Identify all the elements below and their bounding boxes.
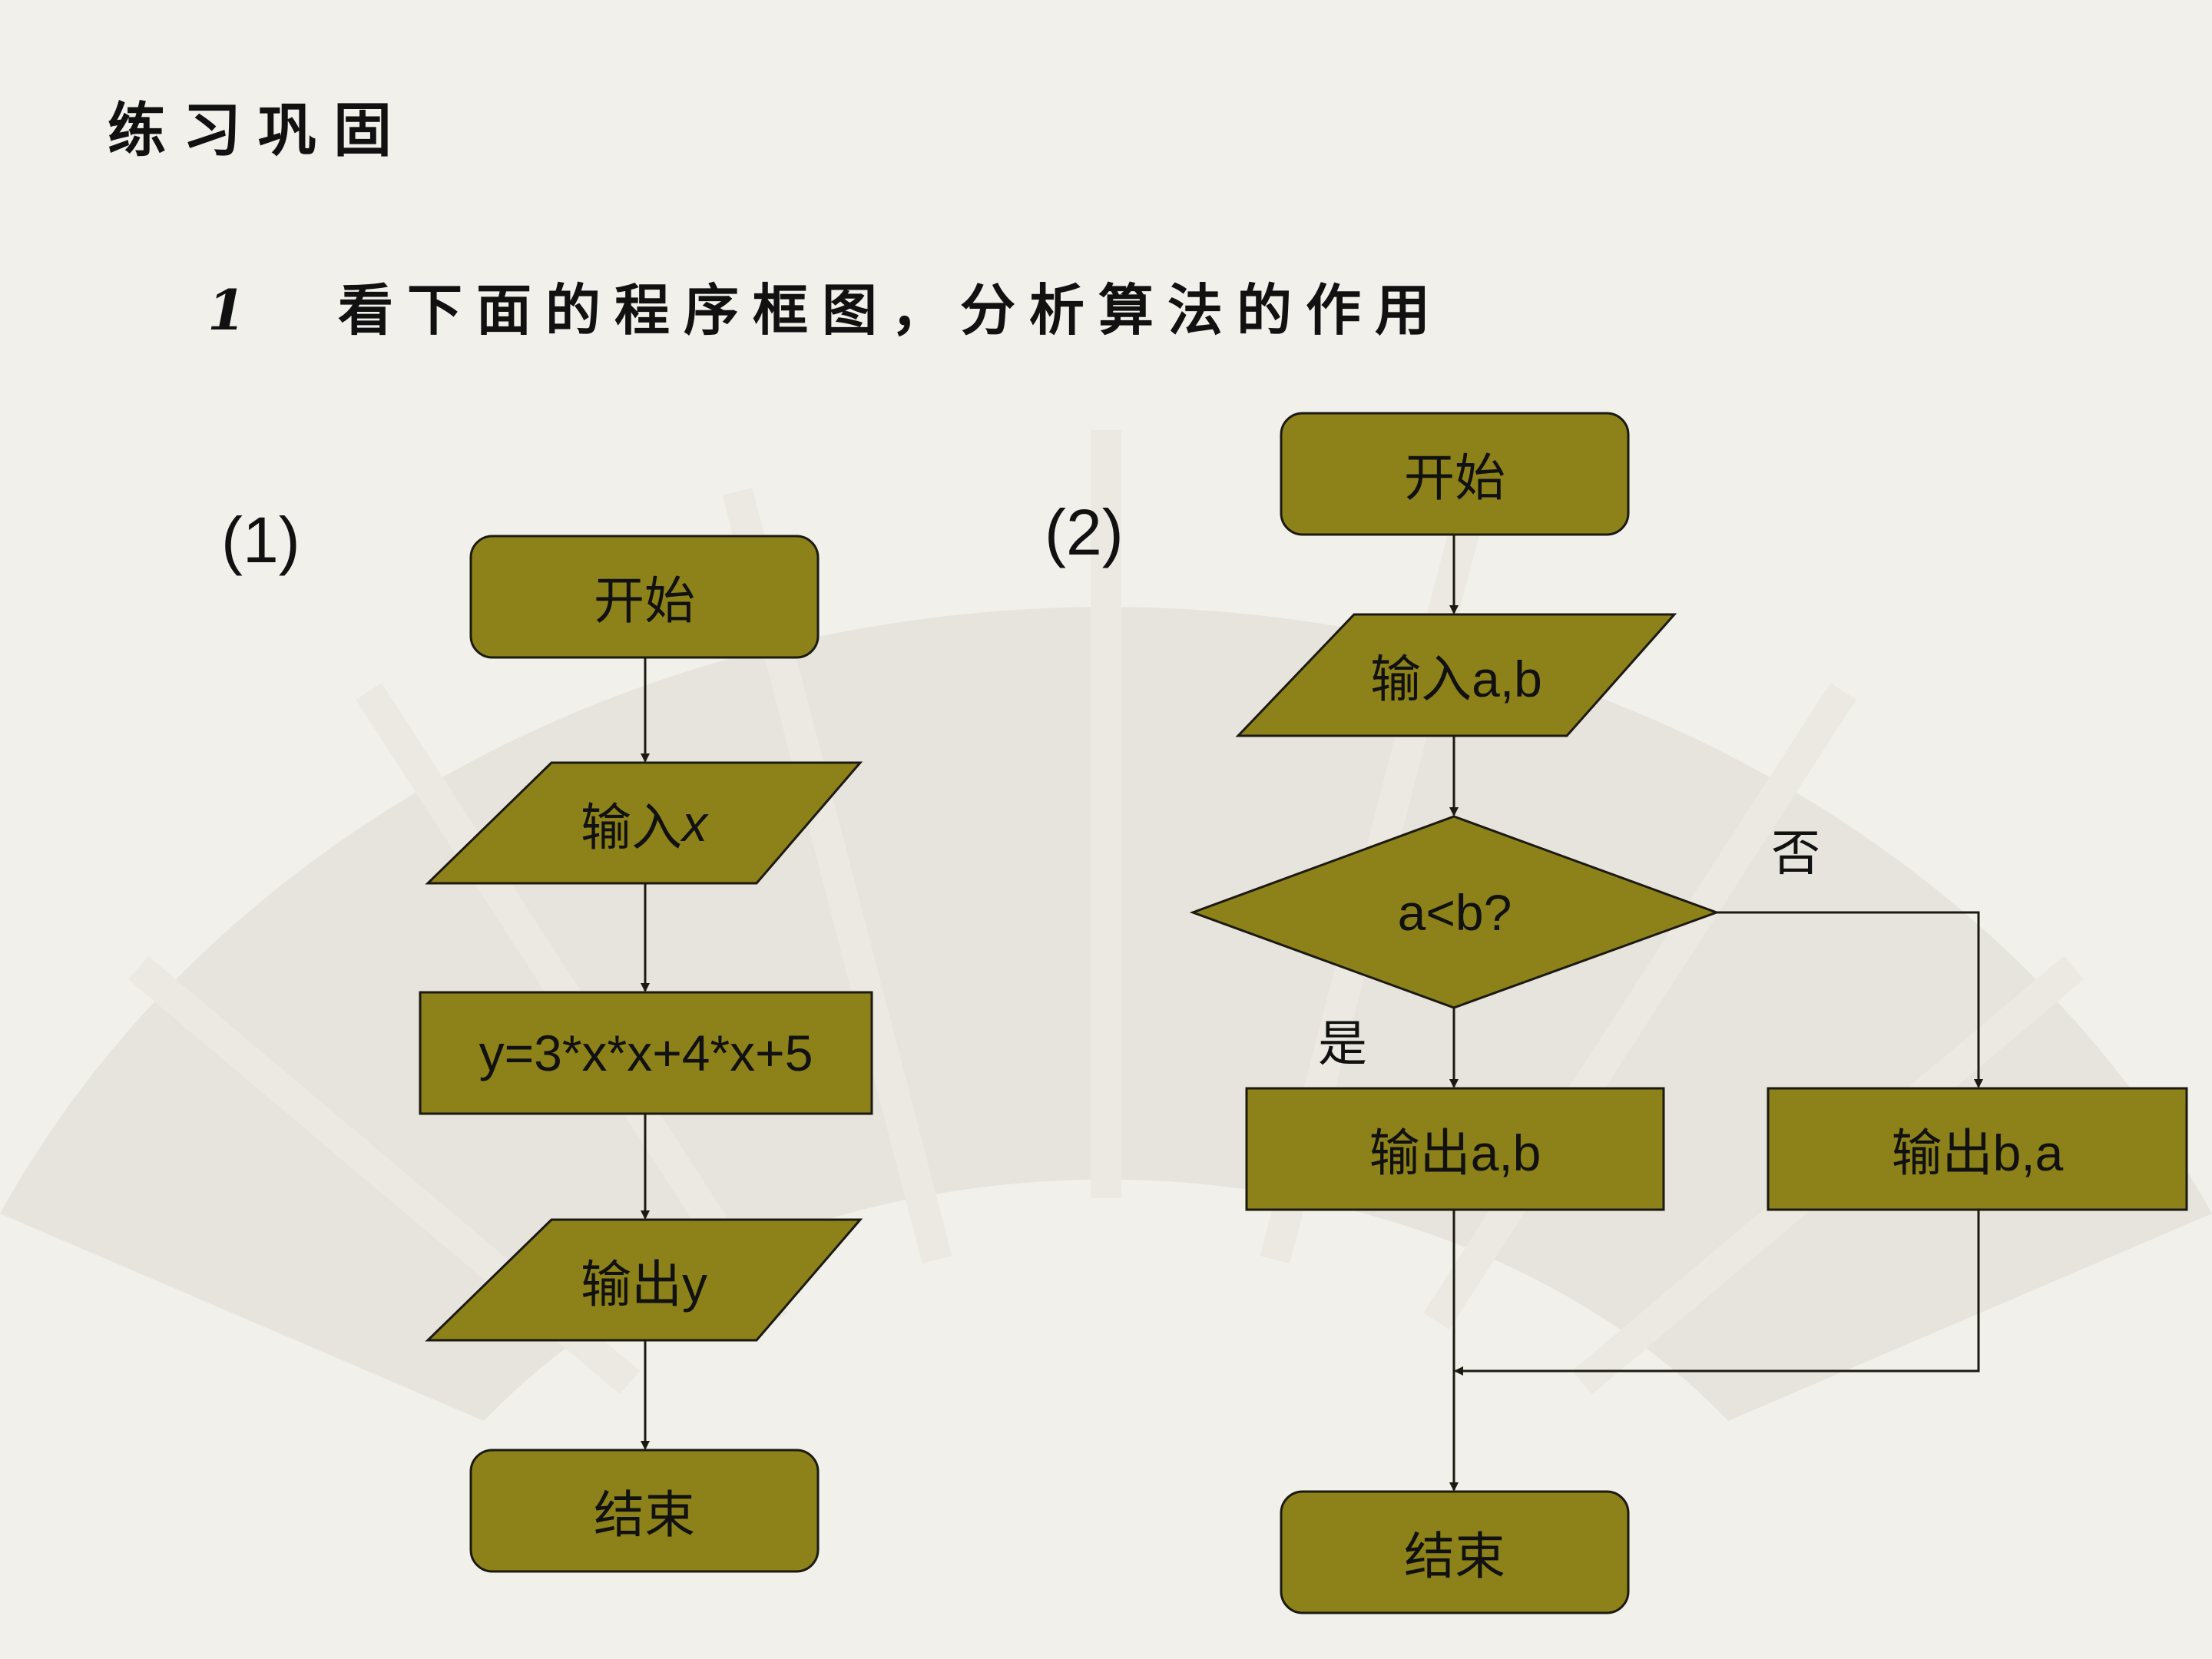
d2-output-no-node xyxy=(1767,1087,2188,1211)
d2-arrow-no-merge xyxy=(1454,1210,1980,1376)
question-line: 1 看下面的程序框图，分析算法的作用 xyxy=(207,265,1444,346)
d1-input-prefix: 输入 xyxy=(581,798,682,856)
d2-output-no-text: 输出b,a xyxy=(1891,1124,2064,1181)
d2-decision-text: a<b? xyxy=(1397,883,1512,941)
d2-no-label: 否 xyxy=(1771,826,1820,882)
flowchart-2 xyxy=(1189,412,2188,1614)
question-number: 1 xyxy=(207,277,247,343)
d2-label: (2) xyxy=(1045,496,1124,568)
d2-output-yes-text: 输出a,b xyxy=(1369,1124,1541,1181)
d1-process-node xyxy=(419,991,873,1115)
d2-arrow-decision-no xyxy=(1717,911,1983,1088)
flowchart-1 xyxy=(419,535,873,1573)
d2-end-text: 结束 xyxy=(1404,1528,1505,1584)
d1-input-node xyxy=(425,761,863,885)
d2-end-node xyxy=(1280,1490,1630,1614)
slide-title: 练习巩固 xyxy=(108,96,409,164)
d2-start-text: 开始 xyxy=(1404,449,1505,506)
d2-input-node xyxy=(1235,613,1677,737)
d1-output-node xyxy=(425,1218,863,1342)
d1-process-text: y=3*x*x+4*x+5 xyxy=(478,1025,813,1081)
d1-end-node xyxy=(469,1449,820,1573)
d1-output-text: 输出y xyxy=(581,1255,707,1313)
d2-input-text: 输入a,b xyxy=(1370,651,1542,707)
d1-start-text: 开始 xyxy=(594,572,695,629)
d1-end-text: 结束 xyxy=(594,1486,695,1543)
d1-input-var: x xyxy=(682,794,707,852)
d2-yes-label: 是 xyxy=(1318,1016,1367,1073)
d1-label: (1) xyxy=(221,504,300,576)
fan-background xyxy=(0,430,2212,1422)
d2-output-yes-node xyxy=(1245,1087,1665,1211)
question-text: 看下面的程序框图，分析算法的作用 xyxy=(338,277,1445,343)
